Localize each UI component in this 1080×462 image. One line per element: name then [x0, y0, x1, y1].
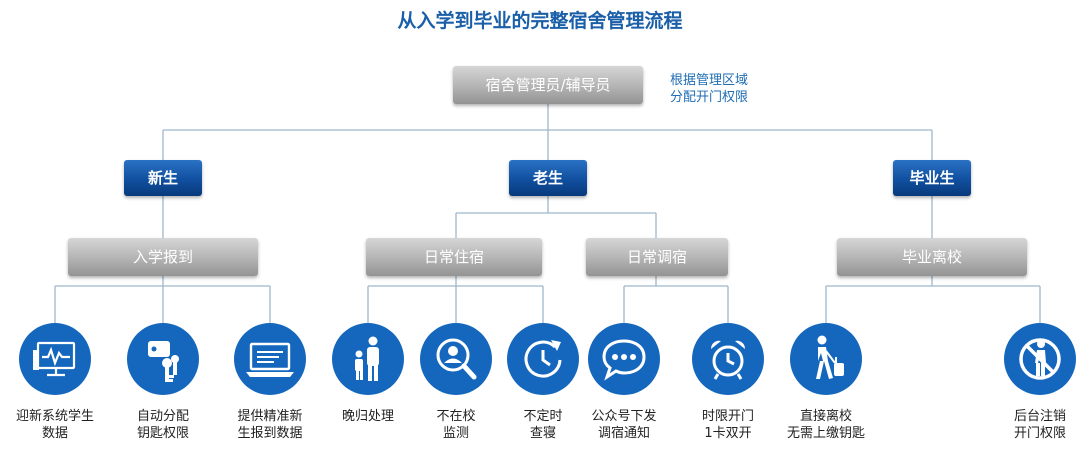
stage-graduation: 毕业离校: [837, 238, 1027, 276]
item-label-line: 不定时: [523, 409, 563, 424]
item-label-line: 直接离校: [799, 409, 852, 424]
walking-luggage-icon: [790, 323, 862, 395]
item-label-line: 1卡双开: [704, 426, 752, 441]
item-label: 公众号下发 调宿通知: [559, 408, 689, 442]
item-label: 直接离校 无需上缴钥匙: [761, 408, 891, 442]
stage-daily-stay: 日常住宿: [366, 238, 542, 276]
root-node: 宿舍管理员/辅导员: [453, 66, 643, 104]
chat-bubble-icon: [588, 323, 660, 395]
item-label-line: 时限开门: [701, 409, 754, 424]
item-label: 不在校 监测: [391, 408, 521, 442]
clock-refresh-icon: [507, 323, 579, 395]
node-senior: 老生: [509, 160, 587, 196]
item-label: 后台注销 开门权限: [975, 408, 1080, 442]
item-label-line: 钥匙权限: [136, 426, 189, 441]
item-label: 提供精准新 生报到数据: [205, 408, 335, 442]
root-note-line: 分配开门权限: [670, 90, 749, 105]
item-label-line: 自动分配: [136, 409, 189, 424]
root-note-line: 根据管理区域: [670, 73, 749, 88]
item-label-line: 后台注销: [1013, 409, 1066, 424]
node-graduate: 毕业生: [893, 160, 971, 196]
alarm-clock-icon: [692, 323, 764, 395]
item-label-line: 开门权限: [1013, 426, 1066, 441]
item-label: 不定时 查寝: [478, 408, 608, 442]
laptop-icon: [234, 323, 306, 395]
magnify-person-icon: [420, 323, 492, 395]
item-label: 时限开门 1卡双开: [663, 408, 793, 442]
stage-enrollment: 入学报到: [68, 238, 258, 276]
no-entry-person-icon: [1004, 323, 1076, 395]
item-label-line: 数据: [41, 426, 68, 441]
key-tag-icon: [127, 323, 199, 395]
item-label-line: 查寝: [529, 426, 556, 441]
item-label-line: 迎新系统学生: [15, 409, 94, 424]
monitor-chart-icon: [19, 323, 91, 395]
diagram-title: 从入学到毕业的完整宿舍管理流程: [397, 10, 683, 32]
root-note: 根据管理区域 分配开门权限: [670, 72, 748, 106]
item-label-line: 无需上缴钥匙: [786, 426, 865, 441]
item-label-line: 监测: [442, 426, 469, 441]
item-label-line: 提供精准新: [237, 409, 303, 424]
item-label-line: 晚归处理: [341, 409, 394, 424]
stage-dorm-transfer: 日常调宿: [586, 238, 728, 276]
item-label-line: 公众号下发: [591, 409, 657, 424]
item-label: 晚归处理: [303, 408, 433, 425]
item-label: 迎新系统学生 数据: [0, 408, 120, 442]
node-freshman: 新生: [124, 160, 202, 196]
item-label: 自动分配 钥匙权限: [98, 408, 228, 442]
item-label-line: 调宿通知: [597, 426, 650, 441]
item-label-line: 生报到数据: [237, 426, 303, 441]
family-icon: [332, 323, 404, 395]
item-label-line: 不在校: [436, 409, 476, 424]
